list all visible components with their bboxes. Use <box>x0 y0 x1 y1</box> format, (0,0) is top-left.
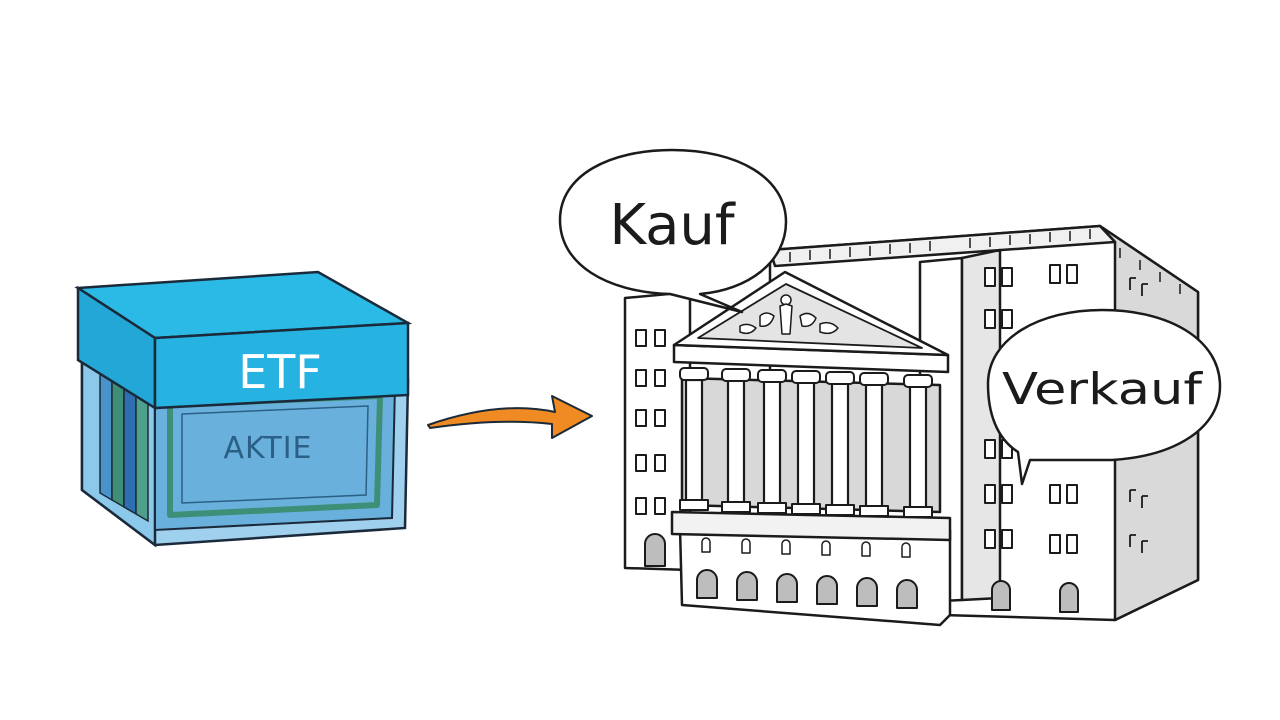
column-capitals <box>679 367 933 388</box>
temple-base-small-windows <box>701 537 911 558</box>
aktie-label: AKTIE <box>224 431 313 466</box>
buy-label: Kauf <box>609 193 736 258</box>
sell-speech-bubble: Verkauf <box>986 308 1222 486</box>
right-windows <box>984 264 1079 613</box>
buy-speech-bubble: Kauf <box>558 148 788 314</box>
temple-base-doors <box>696 569 918 609</box>
etf-label: ETF <box>238 345 322 399</box>
etf-box: AKTIE ETF <box>74 270 413 548</box>
pediment-sculptures <box>739 294 839 335</box>
cornice-hatching <box>789 229 1181 294</box>
side-windows <box>1129 277 1148 553</box>
etf-lid-front <box>153 321 410 410</box>
column-bases <box>679 499 933 518</box>
curved-arrow-right-icon <box>427 395 593 439</box>
sell-label: Verkauf <box>1002 364 1204 415</box>
left-windows <box>635 329 666 567</box>
